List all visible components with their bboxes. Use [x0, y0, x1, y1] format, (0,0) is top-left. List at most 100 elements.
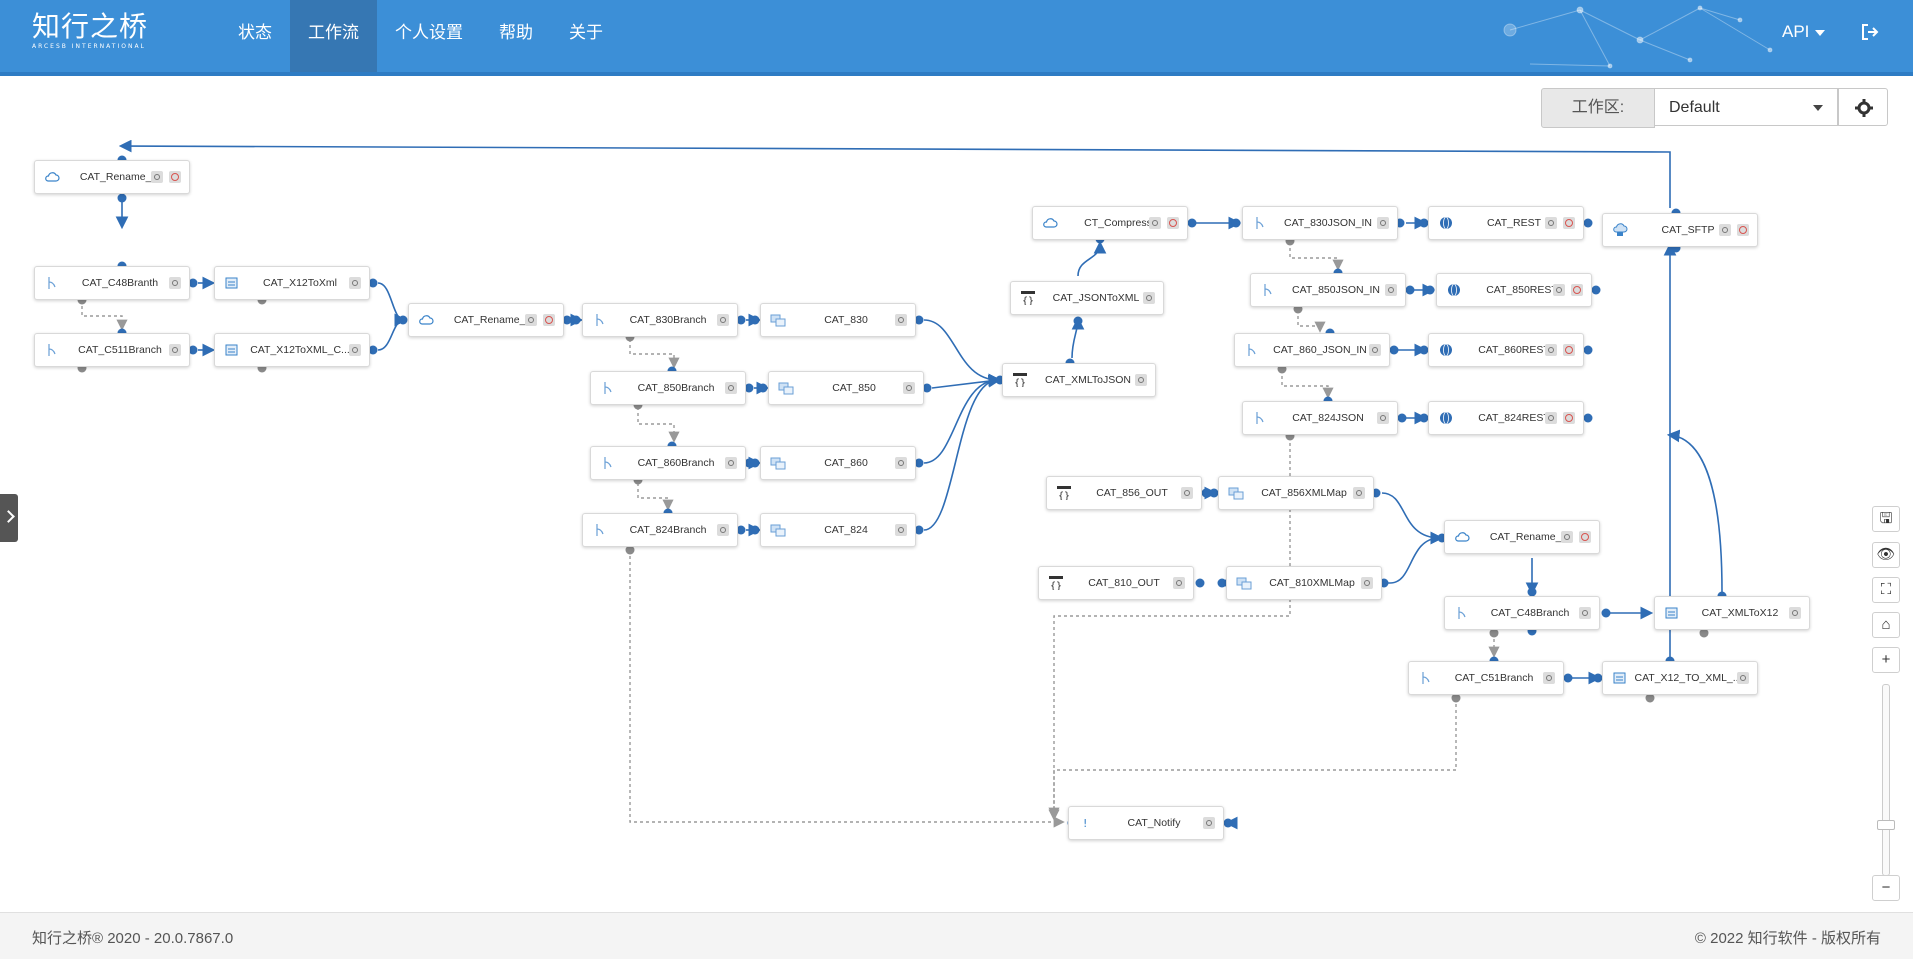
- logout-icon[interactable]: [1860, 22, 1880, 42]
- node-cat-x12-to-xml[interactable]: CAT_X12_TO_XML_...: [1602, 661, 1758, 695]
- node-cat-x12toxml-c[interactable]: CAT_X12ToXML_C...: [214, 333, 370, 367]
- node-cat-830json-in[interactable]: CAT_830JSON_IN: [1242, 206, 1398, 240]
- node-settings-button[interactable]: [1143, 292, 1155, 304]
- port-dot[interactable]: [562, 315, 572, 325]
- node-settings-button[interactable]: [1579, 607, 1591, 619]
- node-settings-button[interactable]: [1377, 217, 1389, 229]
- node-cat-850json-in[interactable]: CAT_850JSON_IN: [1250, 273, 1406, 307]
- node-stop-button[interactable]: [1563, 344, 1575, 356]
- node-settings-button[interactable]: [1173, 577, 1185, 589]
- node-settings-button[interactable]: [1545, 412, 1557, 424]
- error-port-dot[interactable]: [1451, 693, 1461, 703]
- node-stop-button[interactable]: [1167, 217, 1179, 229]
- port-dot[interactable]: [1593, 673, 1603, 683]
- node-stop-button[interactable]: [1579, 531, 1591, 543]
- node-cat-824json[interactable]: CAT_824JSON: [1242, 401, 1398, 435]
- port-dot[interactable]: [1583, 413, 1593, 423]
- node-cat-810-out[interactable]: {}CAT_810_OUT: [1038, 566, 1194, 600]
- node-cat-830branch[interactable]: CAT_830Branch: [582, 303, 738, 337]
- node-cat-rename-1[interactable]: CAT_Rename_...: [34, 160, 190, 194]
- zoom-in-button[interactable]: +: [1872, 647, 1900, 673]
- node-settings-button[interactable]: [895, 457, 907, 469]
- port-dot[interactable]: [922, 383, 932, 393]
- node-settings-button[interactable]: [1377, 412, 1389, 424]
- node-settings-button[interactable]: [1545, 344, 1557, 356]
- node-settings-button[interactable]: [717, 524, 729, 536]
- workspace-select[interactable]: Default: [1654, 88, 1838, 126]
- port-dot[interactable]: [750, 525, 760, 535]
- port-dot[interactable]: [736, 525, 746, 535]
- port-dot[interactable]: [1563, 673, 1573, 683]
- error-port-dot[interactable]: [1489, 628, 1499, 638]
- port-dot[interactable]: [914, 525, 924, 535]
- port-dot[interactable]: [1419, 345, 1429, 355]
- node-cat-860-json-in[interactable]: CAT_860_JSON_IN: [1234, 333, 1390, 367]
- node-cat-850[interactable]: CAT_850: [768, 371, 924, 405]
- node-settings-button[interactable]: [169, 344, 181, 356]
- node-settings-button[interactable]: [1181, 487, 1193, 499]
- home-tool-button[interactable]: ⌂: [1872, 612, 1900, 638]
- nav-profile[interactable]: 个人设置: [395, 23, 463, 42]
- node-settings-button[interactable]: [1361, 577, 1373, 589]
- node-cat-824[interactable]: CAT_824: [760, 513, 916, 547]
- node-settings-button[interactable]: [349, 344, 361, 356]
- port-dot[interactable]: [1223, 818, 1233, 828]
- node-cat-sftp[interactable]: CAT_SFTP: [1602, 213, 1758, 247]
- port-dot[interactable]: [1601, 608, 1611, 618]
- node-settings-button[interactable]: [1353, 487, 1365, 499]
- node-cat-notify[interactable]: !CAT_Notify: [1068, 806, 1224, 840]
- port-dot[interactable]: [1195, 578, 1205, 588]
- node-settings-button[interactable]: [725, 382, 737, 394]
- node-settings-button[interactable]: [1737, 672, 1749, 684]
- node-settings-button[interactable]: [525, 314, 537, 326]
- api-menu[interactable]: API: [1782, 22, 1826, 42]
- port-dot[interactable]: [744, 383, 754, 393]
- port-dot[interactable]: [1419, 413, 1429, 423]
- node-cat-810xmlmap[interactable]: CAT_810XMLMap: [1226, 566, 1382, 600]
- port-dot[interactable]: [1419, 218, 1429, 228]
- node-cat-830[interactable]: CAT_830: [760, 303, 916, 337]
- nav-about[interactable]: 关于: [569, 23, 603, 42]
- error-port-dot[interactable]: [1699, 628, 1709, 638]
- node-cat-860[interactable]: CAT_860: [760, 446, 916, 480]
- error-port-dot[interactable]: [625, 545, 635, 555]
- node-settings-button[interactable]: [895, 524, 907, 536]
- zoom-out-button[interactable]: −: [1872, 875, 1900, 901]
- port-dot[interactable]: [188, 345, 198, 355]
- node-stop-button[interactable]: [169, 171, 181, 183]
- node-cat-c511branch[interactable]: CAT_C511Branch: [34, 333, 190, 367]
- save-tool-button[interactable]: 🖫: [1872, 506, 1900, 532]
- port-dot[interactable]: [750, 315, 760, 325]
- error-port-dot[interactable]: [1645, 693, 1655, 703]
- node-cat-c48branch[interactable]: CAT_C48Branch: [1444, 596, 1600, 630]
- logo[interactable]: 知行之桥 ARCESB INTERNATIONAL: [32, 12, 148, 51]
- node-settings-button[interactable]: [1203, 817, 1215, 829]
- sidebar-toggle-button[interactable]: [0, 494, 18, 542]
- node-cat-850branch[interactable]: CAT_850Branch: [590, 371, 746, 405]
- node-settings-button[interactable]: [1369, 344, 1381, 356]
- node-settings-button[interactable]: [1149, 217, 1161, 229]
- node-cat-rename-2[interactable]: CAT_Rename_...: [408, 303, 564, 337]
- preview-tool-button[interactable]: 👁: [1872, 542, 1900, 568]
- nav-help[interactable]: 帮助: [499, 23, 533, 42]
- node-cat-850rest[interactable]: CAT_850REST: [1436, 273, 1592, 307]
- node-settings-button[interactable]: [717, 314, 729, 326]
- node-cat-824branch[interactable]: CAT_824Branch: [582, 513, 738, 547]
- port-dot[interactable]: [188, 278, 198, 288]
- node-settings-button[interactable]: [1543, 672, 1555, 684]
- port-dot[interactable]: [1583, 218, 1593, 228]
- node-stop-button[interactable]: [543, 314, 555, 326]
- port-dot[interactable]: [117, 193, 127, 203]
- port-dot[interactable]: [368, 345, 378, 355]
- workspace-settings-button[interactable]: [1838, 88, 1888, 126]
- workflow-canvas[interactable]: CAT_Rename_... CAT_C48Branth CAT_X12ToXm…: [0, 140, 1913, 910]
- port-dot[interactable]: [1389, 345, 1399, 355]
- node-settings-button[interactable]: [1545, 217, 1557, 229]
- node-cat-xmltojson[interactable]: {}CAT_XMLToJSON: [1002, 363, 1156, 397]
- node-stop-button[interactable]: [1563, 412, 1575, 424]
- port-dot[interactable]: [1187, 218, 1197, 228]
- node-settings-button[interactable]: [349, 277, 361, 289]
- port-dot[interactable]: [368, 278, 378, 288]
- port-dot[interactable]: [1217, 578, 1227, 588]
- port-dot[interactable]: [1527, 587, 1537, 597]
